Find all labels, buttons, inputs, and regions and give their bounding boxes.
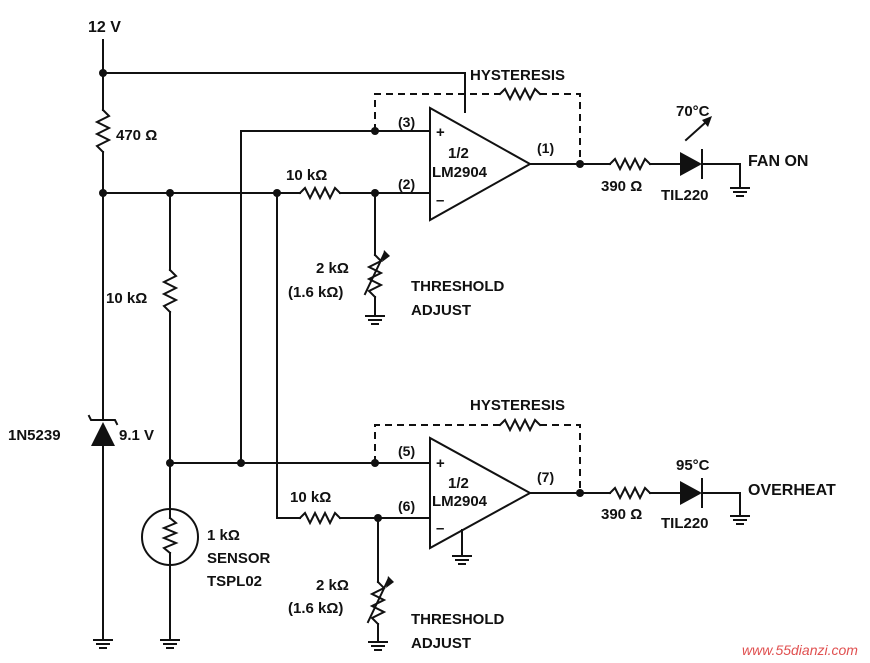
resistor-out-bottom-label: 390 Ω: [601, 506, 642, 523]
temp-bottom-label: 95°C: [676, 457, 710, 474]
threshold-top-line2: ADJUST: [411, 302, 471, 319]
resistor-470-label: 470 Ω: [116, 127, 157, 144]
opamp-top-line1: 1/2: [448, 145, 469, 162]
resistor-out-top-label: 390 Ω: [601, 178, 642, 195]
fan-on-label: FAN ON: [748, 153, 808, 170]
overheat-label: OVERHEAT: [748, 482, 836, 499]
threshold-bottom-line1: THRESHOLD: [411, 611, 505, 628]
threshold-top-line1: THRESHOLD: [411, 278, 505, 295]
pin-5-label: (5): [398, 443, 415, 459]
supply-voltage-label: 12 V: [88, 19, 121, 36]
ground-icon: [730, 507, 750, 525]
minus-sign-top: –: [436, 192, 444, 209]
pin-2-label: (2): [398, 176, 415, 192]
comparator-top: [276, 72, 741, 309]
ground-icon: [730, 179, 750, 197]
opamp-top-line2: LM2904: [432, 164, 488, 181]
resistor-divider-label: 10 kΩ: [106, 290, 147, 307]
resistor-in-top-label: 10 kΩ: [286, 167, 327, 184]
led-bottom-part: TIL220: [661, 515, 709, 532]
supply-rail: [99, 39, 466, 111]
sensor-value-label: 1 kΩ: [207, 527, 240, 544]
ground-icon: [452, 547, 472, 565]
sensor-label: SENSOR: [207, 550, 271, 567]
hysteresis-label-bottom: HYSTERESIS: [470, 397, 565, 414]
zener-part-label: 1N5239: [8, 427, 61, 444]
zener-voltage-label: 9.1 V: [119, 427, 154, 444]
ground-icon: [93, 631, 113, 649]
ground-icon: [368, 633, 388, 651]
opamp-bottom-line2: LM2904: [432, 493, 488, 510]
pin-6-label: (6): [398, 498, 415, 514]
reference-bus: [99, 189, 291, 197]
sensor-bus: [169, 130, 431, 519]
sensor-part-label: TSPL02: [207, 573, 262, 590]
pin-7-label: (7): [537, 469, 554, 485]
temperature-sensor-icon: [141, 507, 199, 633]
pot-top-alt: (1.6 kΩ): [288, 284, 343, 301]
led-top-part: TIL220: [661, 187, 709, 204]
pot-top-value: 2 kΩ: [316, 260, 349, 277]
watermark: www.55dianzi.com: [742, 642, 858, 658]
ground-icon: [160, 631, 180, 649]
comparator-bottom: [276, 417, 741, 635]
plus-sign-bottom: +: [436, 455, 445, 472]
resistor-divider: [161, 192, 179, 509]
pot-bottom-value: 2 kΩ: [316, 577, 349, 594]
minus-sign-bottom: –: [436, 520, 444, 537]
resistor-470: [94, 108, 112, 194]
resistor-in-bottom-label: 10 kΩ: [290, 489, 331, 506]
opamp-bottom-line1: 1/2: [448, 475, 469, 492]
plus-sign-top: +: [436, 124, 445, 141]
pin-3-label: (3): [398, 114, 415, 130]
pot-bottom-alt: (1.6 kΩ): [288, 600, 343, 617]
ground-icon: [365, 307, 385, 325]
temp-top-label: 70°C: [676, 103, 710, 120]
threshold-bottom-line2: ADJUST: [411, 635, 471, 652]
zener-diode: [87, 192, 119, 633]
hysteresis-label-top: HYSTERESIS: [470, 67, 565, 84]
pin-1-label: (1): [537, 140, 554, 156]
